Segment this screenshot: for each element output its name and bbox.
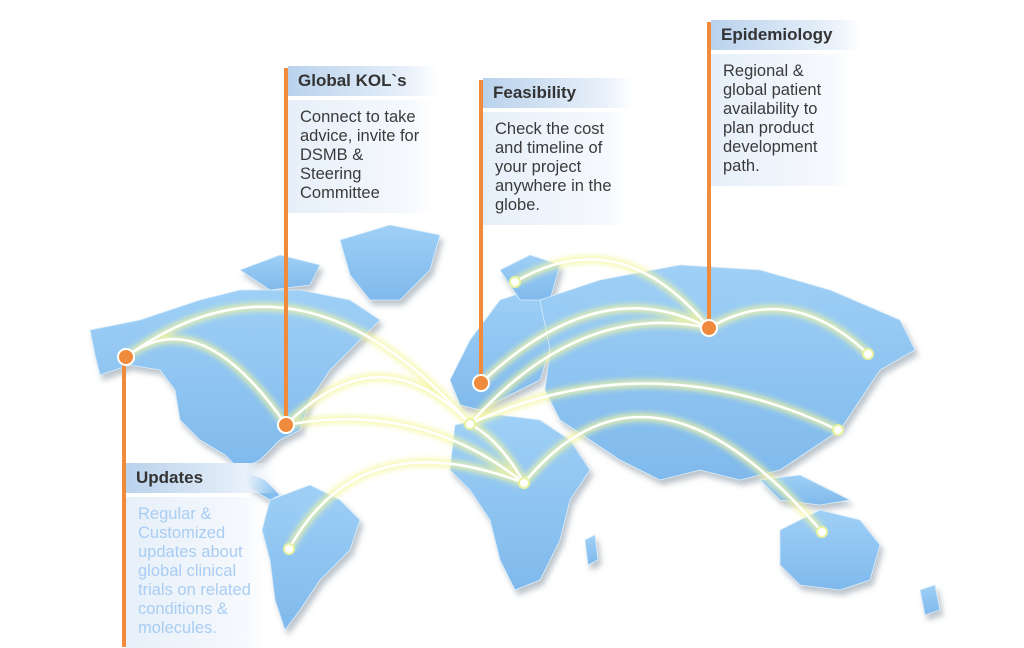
feasibility-connector <box>479 80 483 383</box>
updates-title: Updates <box>126 463 276 493</box>
updates-body: Regular & Customized updates about globa… <box>126 497 266 648</box>
southeast-asia <box>759 474 852 506</box>
epidemiology-title: Epidemiology <box>711 20 861 50</box>
connection-arcs <box>123 255 871 551</box>
epidemiology-body: Regional & global patient availability t… <box>711 54 851 186</box>
feasibility-title: Feasibility <box>483 78 633 108</box>
location-dot-russia <box>700 319 718 337</box>
updates-connector <box>122 357 126 647</box>
new-zealand <box>919 584 941 616</box>
kol-callout: Global KOL`s Connect to take advice, inv… <box>288 66 438 213</box>
location-dot-alaska <box>117 348 135 366</box>
epidemiology-connector <box>707 22 711 328</box>
kol-title: Global KOL`s <box>288 66 438 96</box>
updates-callout: Updates Regular & Customized updates abo… <box>126 463 276 648</box>
location-dot-uk <box>472 374 490 392</box>
canada-islands <box>239 254 321 291</box>
location-dot-us-east <box>277 416 295 434</box>
madagascar <box>584 534 599 566</box>
kol-connector <box>284 68 288 425</box>
feasibility-callout: Feasibility Check the cost and timeline … <box>483 78 633 225</box>
kol-body: Connect to take advice, invite for DSMB … <box>288 100 434 213</box>
epidemiology-callout: Epidemiology Regional & global patient a… <box>711 20 861 186</box>
greenland <box>339 224 441 301</box>
feasibility-body: Check the cost and timeline of your proj… <box>483 112 629 225</box>
location-dots-white <box>283 276 874 555</box>
australia <box>779 509 881 591</box>
